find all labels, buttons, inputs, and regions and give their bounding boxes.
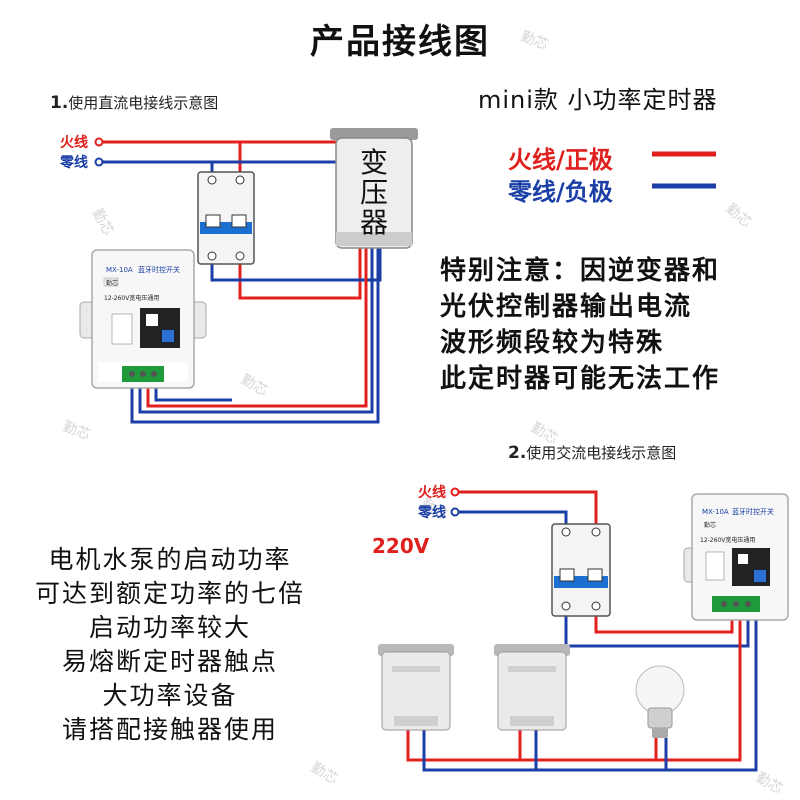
ac-live-terminal xyxy=(450,487,460,497)
watermark: 勤芯 xyxy=(89,206,117,238)
dc-live-label: 火线 xyxy=(60,135,88,151)
ac-circuit-breaker xyxy=(551,523,611,617)
dc-neutral-terminal xyxy=(94,157,104,167)
dc-section-text: 使用直流电接线示意图 xyxy=(68,94,219,112)
motor-warning-line: 启动功率较大 xyxy=(88,613,251,642)
dc-live-wire xyxy=(103,140,242,175)
ac-power-supply-2 xyxy=(494,644,570,731)
dc-neutral-wire xyxy=(103,160,214,175)
legend-live-text: 火线/正极 xyxy=(508,146,613,174)
ac-live-wire xyxy=(594,612,734,634)
dc-negative-wire xyxy=(138,248,374,414)
ac-live-label: 火线 xyxy=(418,485,446,501)
ac-load-live-wire xyxy=(406,612,742,762)
dc-section-label: 1.使用直流电接线示意图 xyxy=(50,92,218,113)
notice-line: 光伏控制器输出电流 xyxy=(440,292,693,322)
legend-lines xyxy=(652,151,716,189)
watermark: 勤芯 xyxy=(722,201,754,231)
ac-neutral-wire xyxy=(459,510,568,528)
device-brand: 勤芯 xyxy=(704,521,716,529)
ac-live-wire xyxy=(459,490,598,528)
transformer-char: 变 xyxy=(360,146,388,179)
device-spec: 12-260V宽电压通用 xyxy=(104,294,159,302)
dc-section-number: 1. xyxy=(50,93,69,113)
motor-warning-line: 请搭配接触器使用 xyxy=(61,715,278,744)
legend-neutral-text: 零线/负极 xyxy=(508,178,613,206)
motor-warning-line: 易熔断定时器触点 xyxy=(61,647,278,676)
dc-live-wire xyxy=(238,248,362,300)
device-name: 蓝牙时控开关 xyxy=(732,507,774,516)
motor-warning-line: 电机水泵的启动功率 xyxy=(48,545,292,574)
ac-neutral-terminal xyxy=(450,507,460,517)
ac-section-text: 使用交流电接线示意图 xyxy=(526,444,677,462)
transformer-char: 器 xyxy=(360,206,388,239)
ac-load-neutral-wire xyxy=(422,612,758,772)
watermark: 勤芯 xyxy=(308,760,340,788)
device-name: 蓝牙时控开关 xyxy=(138,265,180,274)
motor-warning-line: 可达到额定功率的七倍 xyxy=(34,579,305,608)
watermark: 勤芯 xyxy=(753,770,785,798)
device-model: MX-10A xyxy=(702,508,729,516)
ac-voltage-label: 220V xyxy=(372,534,430,558)
dc-timer-device: MX-10A 蓝牙时控开关 勤芯 12-260V宽电压通用 xyxy=(79,249,207,389)
notice-line: 波形频段较为特殊 xyxy=(440,328,665,358)
device-brand: 勤芯 xyxy=(106,279,118,287)
dc-live-terminal xyxy=(94,137,104,147)
dc-neutral-wire xyxy=(210,248,382,282)
ac-neutral-label: 零线 xyxy=(418,505,446,521)
light-bulb-icon xyxy=(635,665,685,738)
transformer-char: 压 xyxy=(360,176,388,209)
dc-neutral-label: 零线 xyxy=(60,155,88,171)
dc-transformer: 变 压 器 xyxy=(330,128,418,249)
product-name: mini款 小功率定时器 xyxy=(478,86,718,114)
watermark: 勤芯 xyxy=(238,372,270,400)
ac-timer-device: MX-10A 蓝牙时控开关 勤芯 12-260V宽电压通用 xyxy=(683,493,789,621)
notice-line: 此定时器可能无法工作 xyxy=(440,364,721,394)
ac-wires xyxy=(406,487,758,772)
dc-negative-wire xyxy=(154,388,232,402)
motor-warning-line: 大功率设备 xyxy=(102,681,238,710)
ac-neutral-wire xyxy=(564,612,750,648)
ac-power-supply-1 xyxy=(378,644,454,731)
watermark: 勤芯 xyxy=(61,419,93,444)
notice-line: 特别注意：因逆变器和 xyxy=(440,256,721,286)
dc-circuit-breaker xyxy=(197,171,255,265)
ac-section-label: 2.使用交流电接线示意图 xyxy=(508,442,676,463)
device-spec: 12-260V宽电压通用 xyxy=(700,536,755,544)
dc-negative-wire xyxy=(130,248,380,424)
page-title: 产品接线图 xyxy=(310,22,490,62)
device-model: MX-10A xyxy=(106,266,133,274)
dc-positive-wire xyxy=(146,248,368,408)
ac-section-number: 2. xyxy=(508,443,527,463)
